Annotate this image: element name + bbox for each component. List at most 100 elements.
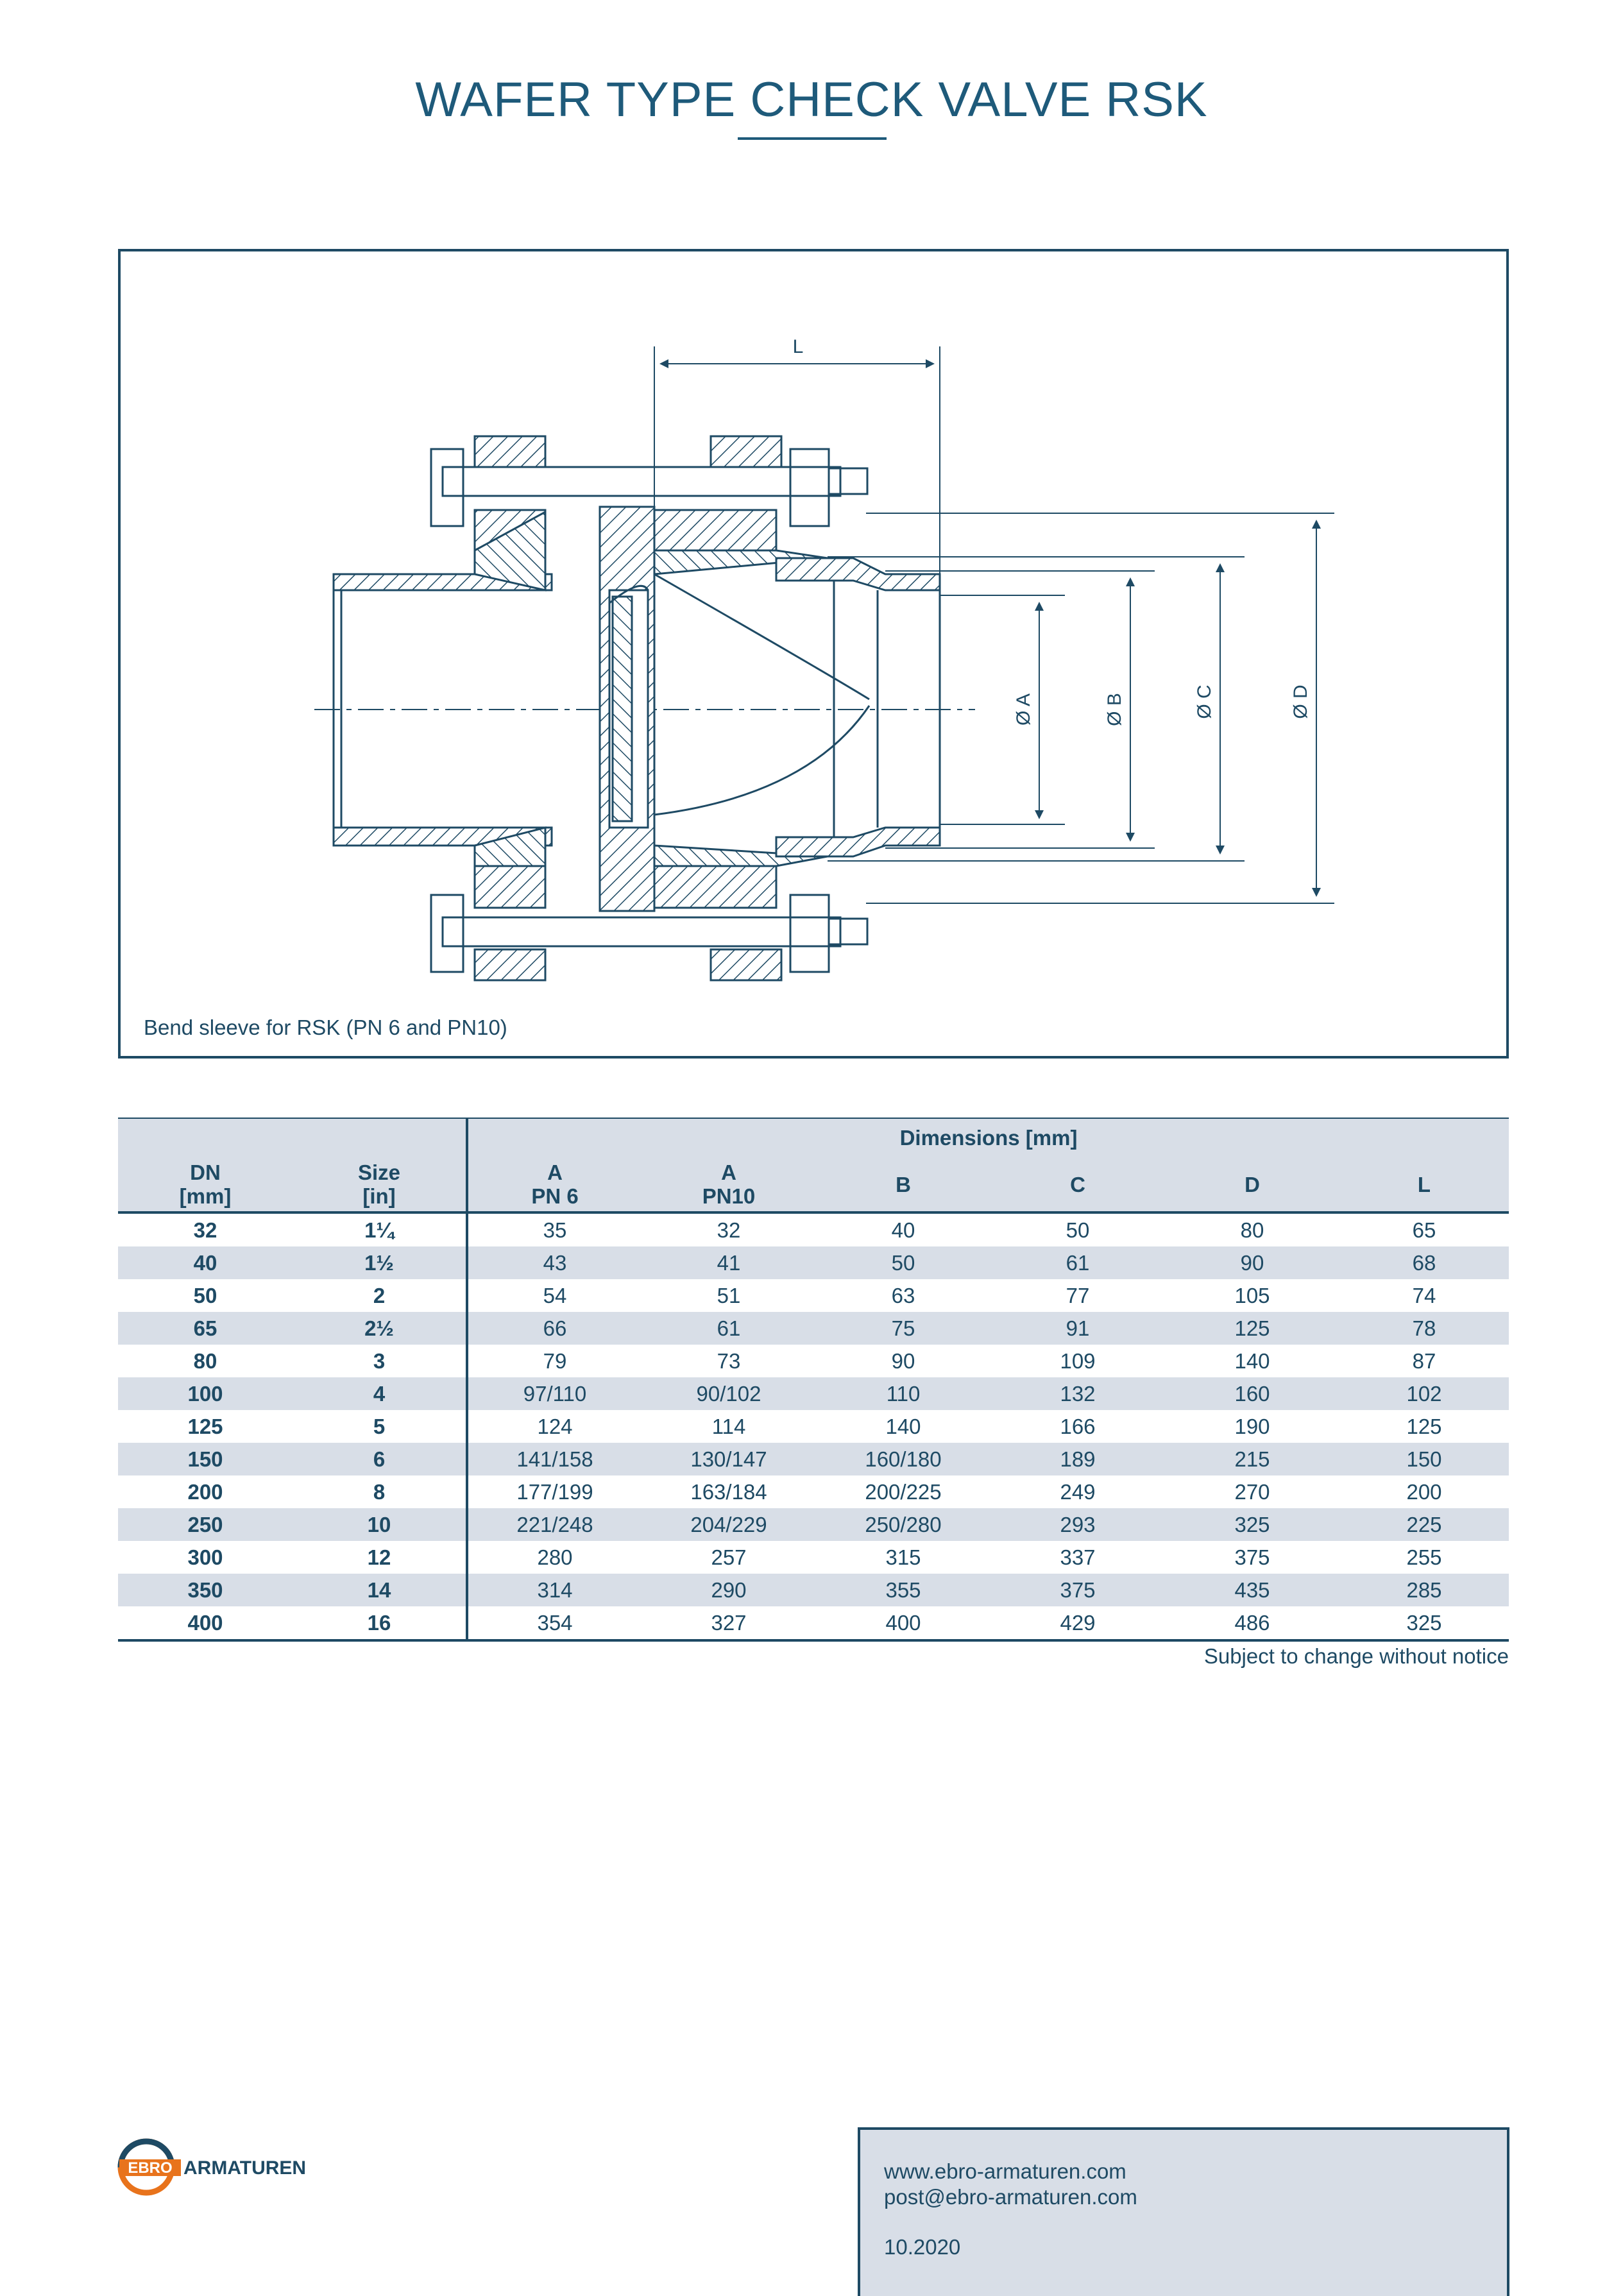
table-cell: 2: [293, 1279, 468, 1312]
table-cell: 225: [1339, 1508, 1509, 1541]
table-cell: 255: [1406, 1545, 1442, 1569]
table-cell: 250/280: [816, 1508, 990, 1541]
table-cell: 50: [1066, 1218, 1090, 1242]
table-cell: 74: [1412, 1283, 1436, 1307]
table-cell: 63: [891, 1283, 915, 1307]
table-cell: 61: [990, 1246, 1165, 1279]
table-cell: 73: [717, 1348, 741, 1373]
table-cell: 91: [990, 1312, 1165, 1345]
table-cell: 32: [717, 1218, 741, 1242]
table-cell: 40: [891, 1218, 915, 1242]
table-cell: 200/225: [865, 1479, 942, 1504]
dim-label-l: L: [793, 336, 804, 357]
table-cell: 66: [467, 1312, 642, 1345]
table-cell: 40: [118, 1246, 293, 1279]
table-cell: 325: [1339, 1606, 1509, 1642]
table-cell: 54: [543, 1283, 567, 1307]
table-cell: 90/102: [642, 1377, 816, 1410]
table-cell: 160: [1165, 1377, 1339, 1410]
table-cell: 189: [990, 1443, 1165, 1475]
table-cell: 132: [990, 1377, 1165, 1410]
table-cell: 375: [1234, 1545, 1270, 1569]
table-cell: 16: [293, 1606, 468, 1642]
dimensions-group-header: Dimensions [mm]: [899, 1126, 1078, 1150]
table-cell: 130/147: [642, 1443, 816, 1475]
table-cell: 90: [891, 1348, 915, 1373]
table-cell: 327: [642, 1606, 816, 1642]
table-cell: 290: [642, 1574, 816, 1606]
table-cell: 10: [293, 1508, 468, 1541]
table-cell: 257: [711, 1545, 747, 1569]
table-cell: 300: [187, 1545, 223, 1569]
table-cell: 105: [1234, 1283, 1270, 1307]
table-cell: 337: [1060, 1545, 1096, 1569]
table-cell: 285: [1339, 1574, 1509, 1606]
table-cell: 190: [1234, 1414, 1270, 1438]
table-cell: 315: [885, 1545, 921, 1569]
document-date: 10.2020: [884, 2235, 961, 2259]
ebro-logo: EBRO ARMATUREN: [117, 2138, 306, 2196]
table-cell: 68: [1339, 1246, 1509, 1279]
dim-label-b: Ø B: [1104, 693, 1125, 726]
valve-technical-drawing: L Ø A Ø B Ø C Ø D: [314, 336, 1334, 982]
dim-label-d: Ø D: [1290, 685, 1311, 719]
table-cell: 90: [1165, 1246, 1339, 1279]
table-cell: 280: [537, 1545, 573, 1569]
table-cell: 140: [1234, 1348, 1270, 1373]
table-cell: 354: [467, 1606, 642, 1642]
table-cell: 109: [1060, 1348, 1096, 1373]
table-cell: 435: [1165, 1574, 1339, 1606]
table-cell: 97/110: [467, 1377, 642, 1410]
table-cell: 75: [816, 1312, 990, 1345]
website-link[interactable]: www.ebro-armaturen.com: [884, 2159, 1126, 2183]
table-cell: 50: [816, 1246, 990, 1279]
svg-text:EBRO: EBRO: [128, 2159, 172, 2177]
table-cell: 114: [711, 1414, 746, 1438]
table-cell: 43: [467, 1246, 642, 1279]
table-cell: 100: [118, 1377, 293, 1410]
table-cell: 270: [1234, 1479, 1270, 1504]
drawing-frame: [118, 249, 1509, 1059]
table-cell: 65: [1412, 1218, 1436, 1242]
table-cell: 3: [293, 1345, 468, 1377]
table-cell: 6: [293, 1443, 468, 1475]
contact-box: www.ebro-armaturen.com post@ebro-armatur…: [858, 2127, 1509, 2296]
table-cell: 14: [293, 1574, 468, 1606]
table-cell: 110: [816, 1377, 990, 1410]
col-header-b: B: [816, 1157, 990, 1214]
table-cell: 125: [1406, 1414, 1442, 1438]
table-cell: 166: [1060, 1414, 1096, 1438]
table-cell: 141/158: [467, 1443, 642, 1475]
col-header-size: Size[in]: [293, 1157, 468, 1214]
table-cell: 124: [537, 1414, 573, 1438]
table-cell: 77: [1066, 1283, 1090, 1307]
table-cell: 35: [543, 1218, 567, 1242]
table-cell: 200: [187, 1479, 223, 1504]
table-cell: 140: [885, 1414, 921, 1438]
table-cell: 293: [990, 1508, 1165, 1541]
table-cell: 12: [293, 1541, 468, 1574]
table-cell: 160/180: [816, 1443, 990, 1475]
table-cell: 1¼: [293, 1212, 468, 1246]
table-cell: 41: [642, 1246, 816, 1279]
drawing-caption: Bend sleeve for RSK (PN 6 and PN10): [144, 1016, 507, 1039]
change-notice: Subject to change without notice: [1203, 1644, 1509, 1668]
table-cell: 125: [187, 1414, 223, 1438]
table-cell: 61: [642, 1312, 816, 1345]
table-cell: 1½: [293, 1246, 468, 1279]
table-cell: 51: [717, 1283, 741, 1307]
table-cell: 78: [1339, 1312, 1509, 1345]
dim-label-c: Ø C: [1194, 685, 1215, 719]
table-cell: 400: [816, 1606, 990, 1642]
email-link[interactable]: post@ebro-armaturen.com: [884, 2185, 1137, 2209]
table-cell: 314: [467, 1574, 642, 1606]
